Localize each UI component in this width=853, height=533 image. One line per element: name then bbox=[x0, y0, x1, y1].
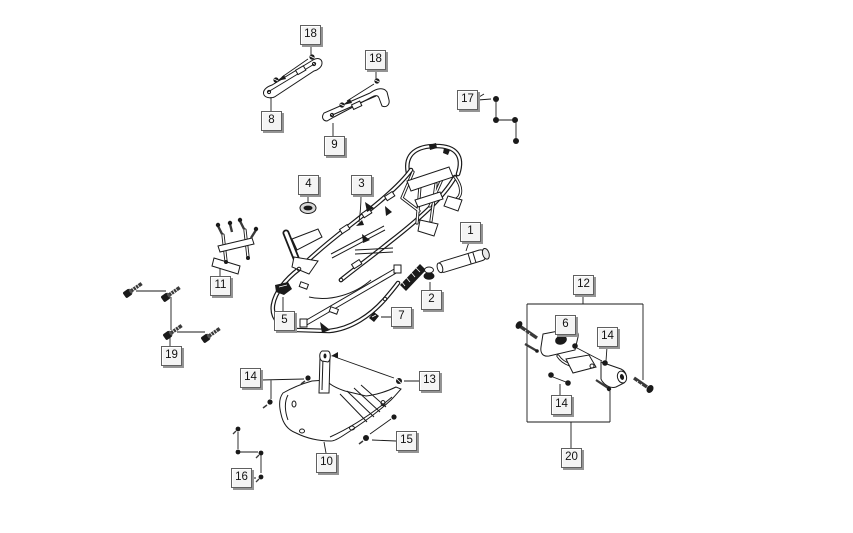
callout-part-16[interactable]: 16 bbox=[231, 468, 252, 488]
callout-part-2[interactable]: 2 bbox=[421, 290, 442, 310]
callout-part-18-b[interactable]: 18 bbox=[365, 50, 386, 70]
callout-part-4[interactable]: 4 bbox=[298, 175, 319, 195]
callout-part-11[interactable]: 11 bbox=[210, 276, 231, 296]
callout-part-6[interactable]: 6 bbox=[555, 315, 576, 335]
part-9-bracket bbox=[322, 88, 390, 122]
callout-part-14-b[interactable]: 14 bbox=[240, 368, 261, 388]
part-7-clip bbox=[369, 312, 379, 322]
part-5-cap bbox=[275, 282, 292, 295]
callout-part-15[interactable]: 15 bbox=[396, 431, 417, 451]
part-8-rail bbox=[263, 58, 323, 99]
callout-part-9[interactable]: 9 bbox=[324, 136, 345, 156]
part-11-bracket bbox=[211, 217, 259, 275]
part-10-splash-shield bbox=[279, 351, 402, 442]
callout-part-13[interactable]: 13 bbox=[419, 371, 440, 391]
callout-part-12[interactable]: 12 bbox=[573, 275, 594, 295]
callout-part-19[interactable]: 19 bbox=[161, 346, 182, 366]
callout-part-8[interactable]: 8 bbox=[261, 111, 282, 131]
part-4-grommet bbox=[299, 202, 317, 214]
part-19-bolts bbox=[123, 282, 221, 343]
callout-part-10[interactable]: 10 bbox=[316, 453, 337, 473]
callout-part-17[interactable]: 17 bbox=[457, 90, 478, 110]
callout-leader-lines bbox=[169, 47, 608, 483]
callout-part-7[interactable]: 7 bbox=[391, 307, 412, 327]
callout-part-14-c[interactable]: 14 bbox=[551, 395, 572, 415]
callout-part-3[interactable]: 3 bbox=[351, 175, 372, 195]
part-12-mount-assembly bbox=[515, 303, 654, 423]
part-1-tube bbox=[436, 247, 490, 274]
callout-part-1[interactable]: 1 bbox=[460, 222, 481, 242]
callout-part-18-a[interactable]: 18 bbox=[300, 25, 321, 45]
callout-part-20[interactable]: 20 bbox=[561, 448, 582, 468]
frame-part-drawing bbox=[270, 143, 463, 334]
callout-part-14-a[interactable]: 14 bbox=[597, 327, 618, 347]
callout-part-5[interactable]: 5 bbox=[274, 311, 295, 331]
part-2-bushing bbox=[423, 266, 435, 280]
